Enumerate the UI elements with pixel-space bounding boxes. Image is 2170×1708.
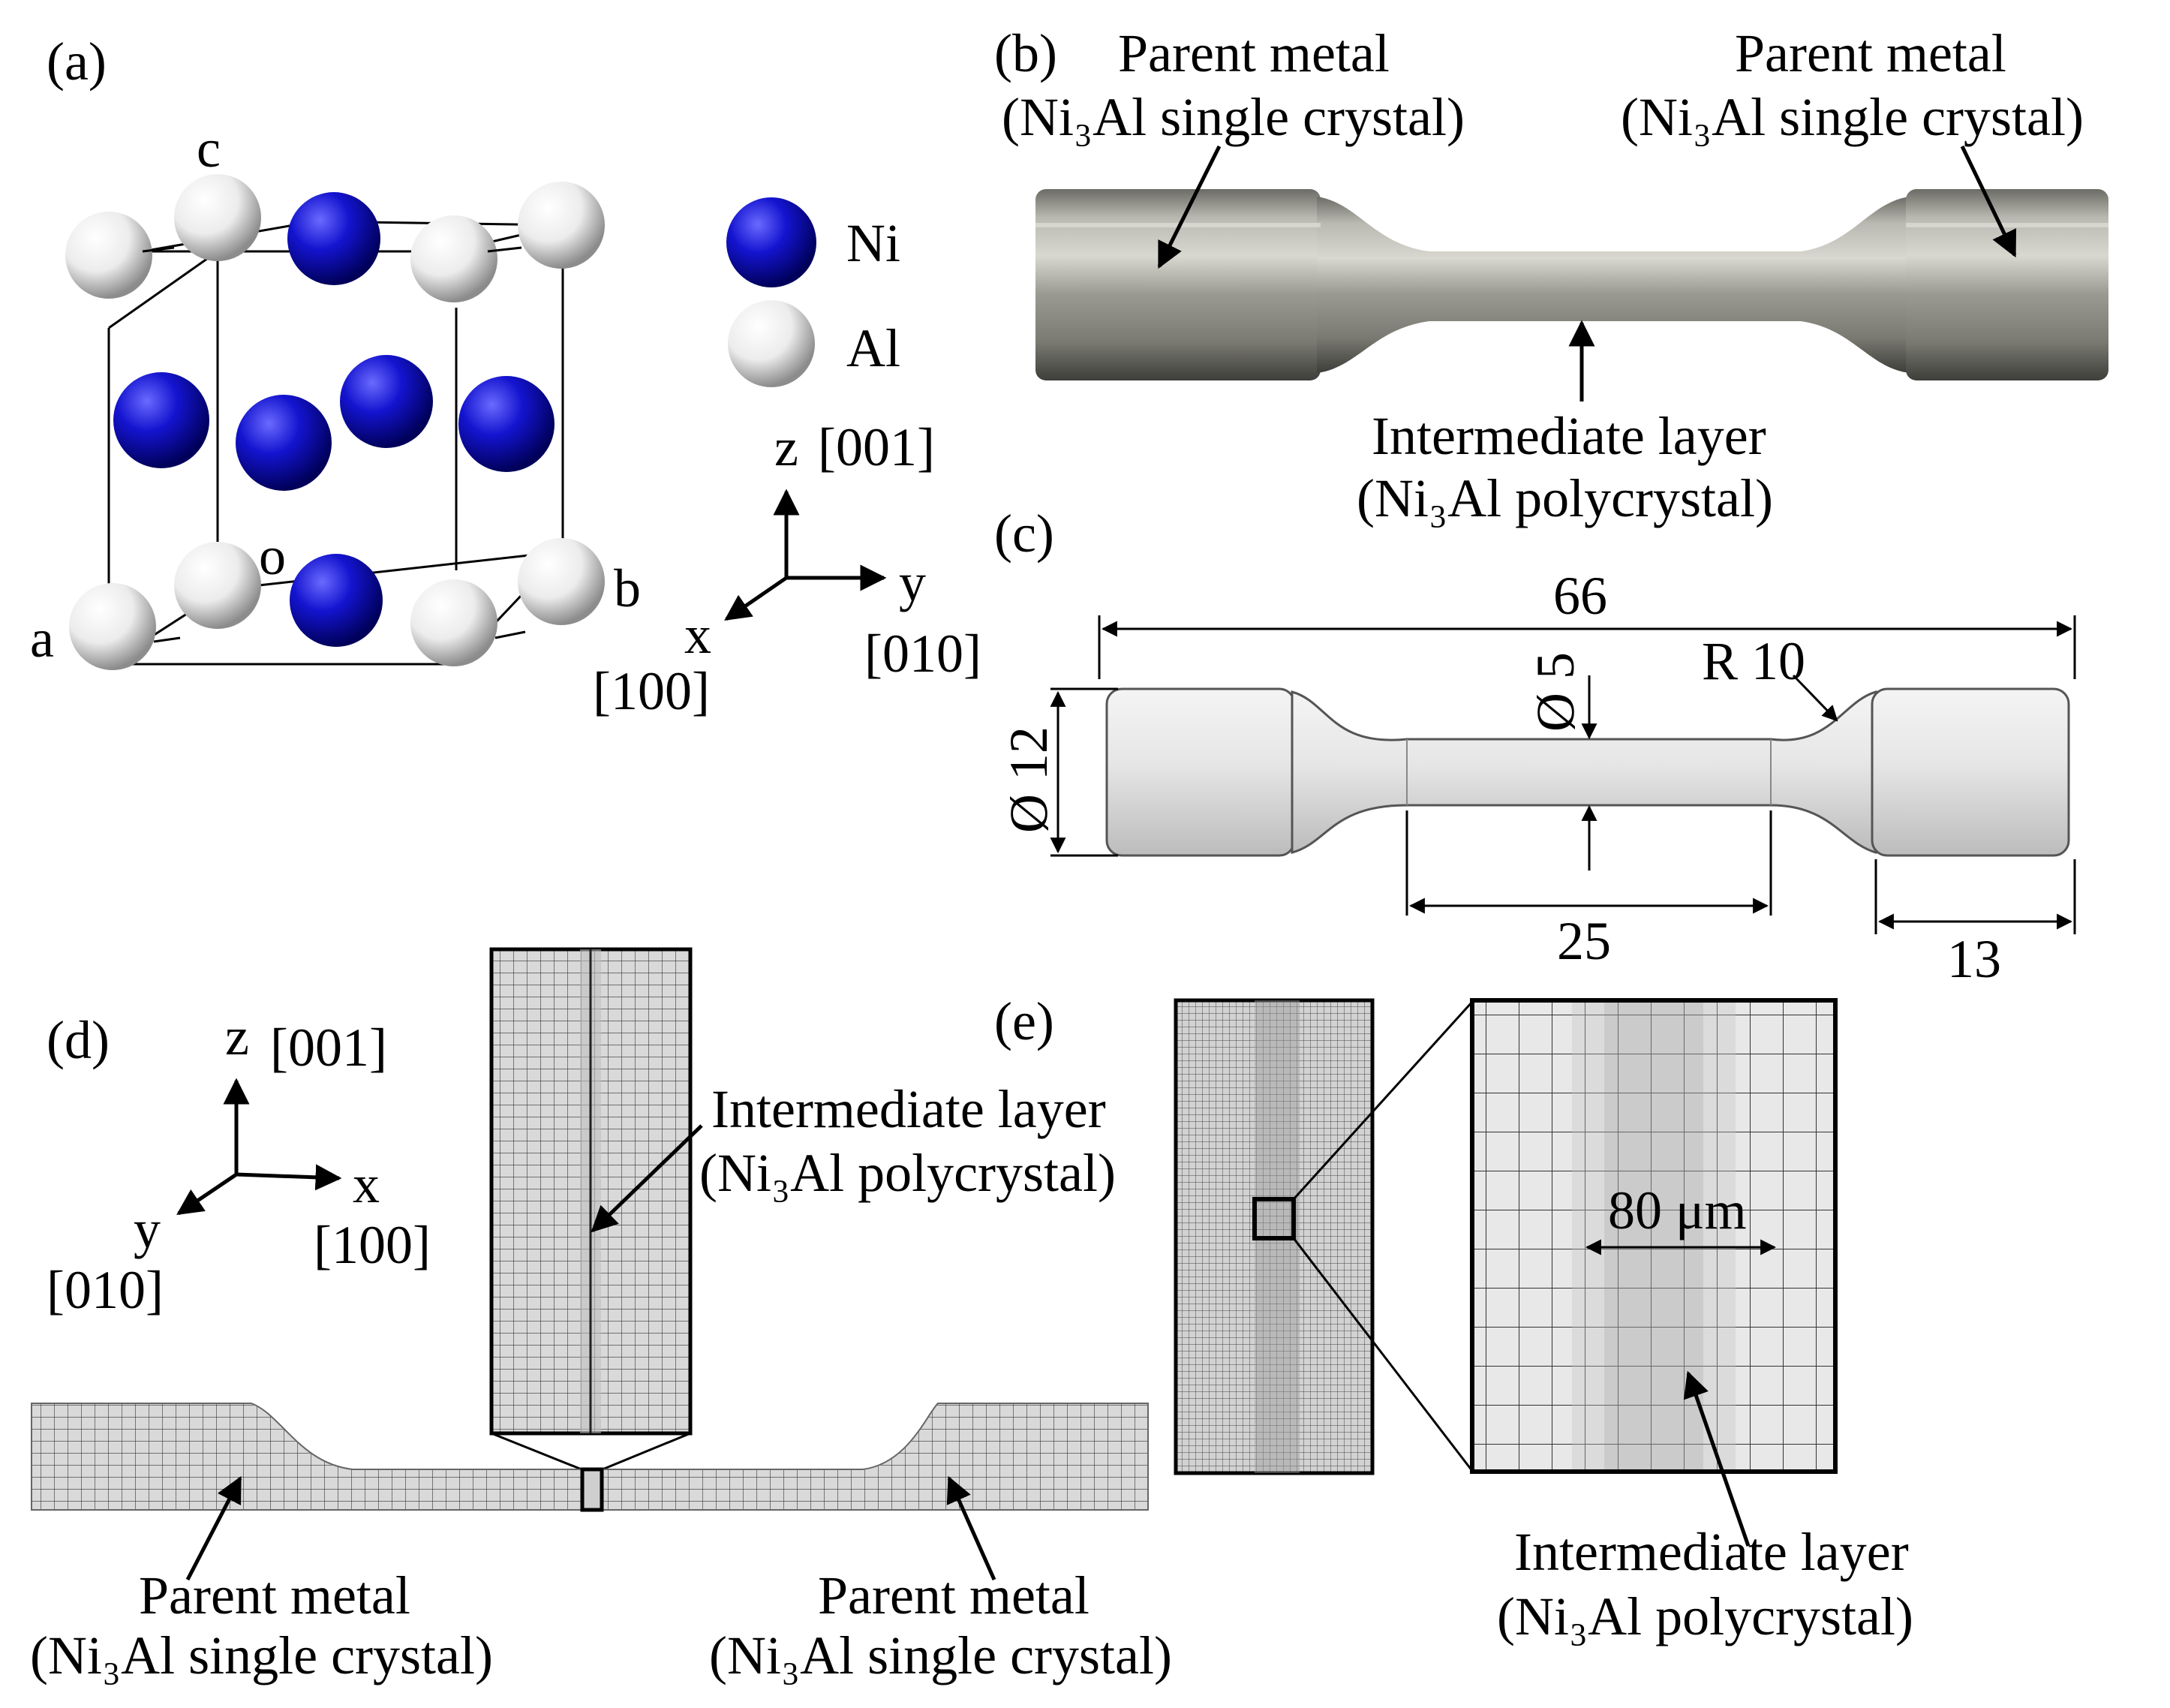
ni-atom <box>340 355 433 448</box>
cell-left-edge <box>108 250 218 329</box>
mesh-arrow-right <box>946 1475 996 1581</box>
photo-arrow-right <box>1960 145 2017 258</box>
axis-a-x-dir: [100] <box>593 661 710 721</box>
ni-atom <box>287 192 380 285</box>
dim-gauge-length-label: 25 <box>1557 911 1611 971</box>
axis-a-z: z <box>774 417 798 477</box>
mesh-parent-right-line1: Parent metal <box>818 1565 1090 1625</box>
corner-label-b: b <box>614 558 641 618</box>
corner-label-o: o <box>259 526 286 586</box>
mesh-arrow-inter <box>591 1124 703 1233</box>
ni-atom <box>458 376 555 472</box>
photo-arrow-left <box>1157 145 1222 269</box>
legend-al-label: Al <box>846 318 900 378</box>
axis-triad-a <box>724 489 887 621</box>
axis-d-y: y <box>134 1199 161 1259</box>
zoom-selection <box>1252 1197 1296 1240</box>
zoom-line-right <box>602 1432 691 1471</box>
axis-d-z: z <box>225 1006 249 1066</box>
ni-atom <box>113 372 209 468</box>
photo-neck <box>1317 197 1910 373</box>
mesh-parent-left-line1: Parent metal <box>139 1565 410 1625</box>
legend-ni-label: Ni <box>846 213 900 273</box>
mesh-specimen <box>31 1403 1149 1511</box>
zoom-arrow-inter <box>1683 1370 1751 1547</box>
zoom-scale-label: 80 μm <box>1608 1180 1747 1240</box>
zoom-large-mesh <box>1470 998 1838 1474</box>
y-axis-arrow <box>176 1172 238 1216</box>
axis-a-z-dir: [001] <box>818 417 935 477</box>
zoom-line-bottom <box>1292 1237 1474 1472</box>
drawing-neck <box>1291 690 1877 854</box>
zoom-large-box <box>1470 998 1838 1474</box>
al-atom <box>410 215 497 302</box>
legend-ni-swatch <box>726 197 816 287</box>
al-atom <box>174 542 261 629</box>
unit-cell <box>65 174 605 670</box>
drawing-left-head <box>1105 687 1296 857</box>
mesh-inter-line2: (Ni₃Al polycrystal) <box>699 1143 1116 1203</box>
drawing-right-head <box>1871 687 2070 857</box>
photo-parent-right-line2: (Ni₃Al single crystal) <box>1621 87 2084 147</box>
panel-label-b: (b) <box>994 23 1057 83</box>
axis-d-y-dir: [010] <box>47 1260 164 1320</box>
dim-radius-leader <box>1792 674 1838 722</box>
axis-a-y: y <box>899 552 926 612</box>
axis-triad-d <box>176 1078 342 1216</box>
cell-front-edges <box>142 246 526 643</box>
dim-total-length-label: 66 <box>1553 566 1607 626</box>
zoom-small-mesh <box>1174 998 1375 1475</box>
al-atom <box>518 182 605 269</box>
dim-radius-label: R 10 <box>1702 631 1805 691</box>
dim-head-diameter-label: Ø 12 <box>999 726 1059 833</box>
mesh-parent-left-line2: (Ni₃Al single crystal) <box>30 1625 493 1685</box>
photo-parent-left-line1: Parent metal <box>1118 23 1390 83</box>
photo-parent-right-line1: Parent metal <box>1735 23 2006 83</box>
axis-d-z-dir: [001] <box>270 1018 387 1078</box>
mesh-inter-line1: Intermediate layer <box>711 1079 1106 1139</box>
panel-label-a: (a) <box>47 32 107 92</box>
photo-left-head <box>1035 189 1321 380</box>
ni-atom <box>290 554 383 647</box>
photo-inter-line1: Intermediate layer <box>1372 406 1766 466</box>
ni-atom <box>236 395 332 491</box>
panel-label-e: (e) <box>994 991 1054 1051</box>
specimen-photo <box>1035 189 2108 380</box>
photo-inter-line2: (Ni₃Al polycrystal) <box>1357 468 1773 528</box>
zoom-line-top <box>1292 1000 1474 1201</box>
zoom-inter-line1: Intermediate layer <box>1514 1522 1909 1582</box>
axis-d-x: x <box>353 1154 380 1214</box>
al-atom <box>518 538 605 625</box>
dim-neck-diameter-label: Ø 5 <box>1525 652 1585 732</box>
cell-vertical-edges <box>107 225 564 664</box>
al-atom <box>174 174 261 261</box>
axis-a-x: x <box>684 605 711 665</box>
al-atom <box>69 583 156 670</box>
axis-a-y-dir: [010] <box>864 624 981 684</box>
mesh-zoom-box <box>580 1467 604 1512</box>
mesh-detail-column <box>489 947 693 1436</box>
zoom-large-grid <box>1472 1000 1835 1472</box>
x-axis-arrow <box>724 576 788 621</box>
al-atom <box>65 212 152 299</box>
corner-label-a: a <box>30 609 54 669</box>
panel-label-d: (d) <box>47 1010 110 1070</box>
photo-right-head <box>1906 189 2108 380</box>
al-atom <box>410 579 497 666</box>
mesh-parent-right-line2: (Ni₃Al single crystal) <box>709 1625 1172 1685</box>
photo-parent-left-line2: (Ni₃Al single crystal) <box>1002 87 1465 147</box>
dim-head-length-label: 13 <box>1947 929 2001 989</box>
corner-label-c: c <box>197 119 221 179</box>
x-axis-arrow <box>236 1164 342 1191</box>
panel-label-c: (c) <box>994 504 1054 564</box>
mesh-arrow-left <box>185 1475 242 1581</box>
axis-d-x-dir: [100] <box>314 1215 431 1275</box>
specimen-drawing <box>1105 687 2070 857</box>
zoom-inter-line2: (Ni₃Al polycrystal) <box>1497 1586 1913 1646</box>
dimension-lines <box>1050 615 2076 934</box>
legend-al-swatch <box>728 300 815 387</box>
zoom-line-left <box>491 1432 582 1471</box>
